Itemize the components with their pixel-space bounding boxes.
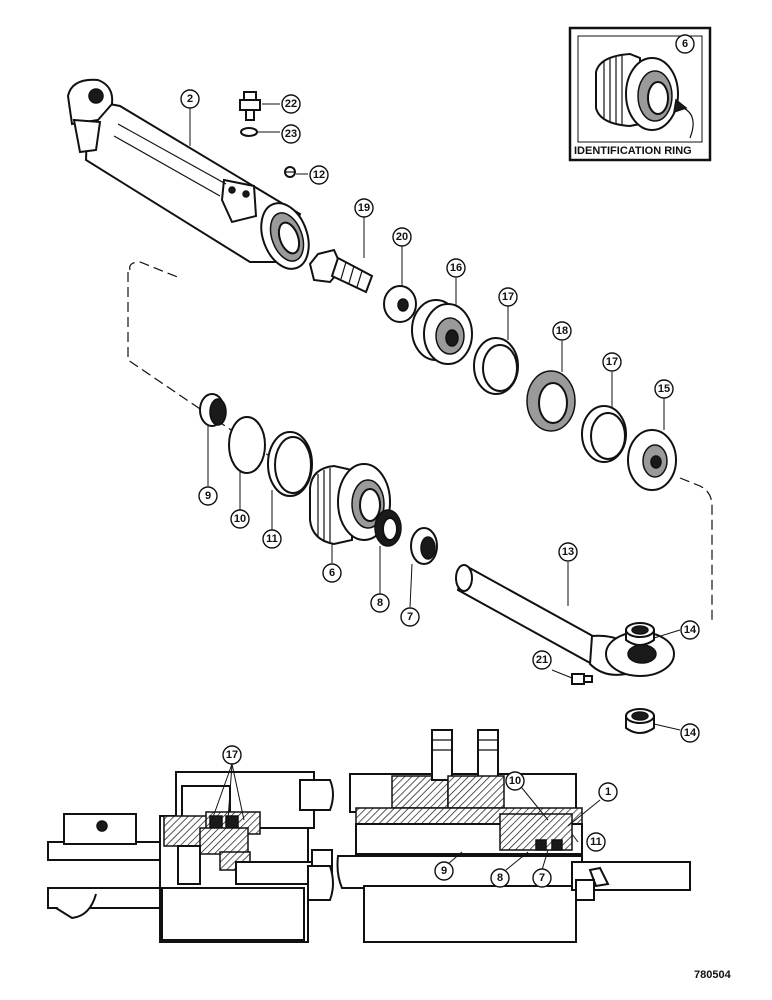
svg-text:6: 6 — [329, 567, 335, 579]
callout-1-section: 1 — [598, 782, 618, 802]
svg-text:22: 22 — [285, 98, 297, 110]
callout-10-section: 10 — [505, 771, 525, 791]
svg-text:14: 14 — [684, 727, 697, 739]
callout-14-upper: 14 — [680, 620, 700, 640]
callout-7: 7 — [400, 607, 420, 627]
rod-wiper — [409, 527, 438, 608]
sectional-view-right — [336, 729, 691, 943]
svg-text:2: 2 — [187, 93, 193, 105]
rod-shaft-upper — [299, 779, 334, 811]
callout-14-lower: 14 — [680, 723, 700, 743]
grease-fitting — [239, 91, 280, 121]
callout-15: 15 — [654, 379, 674, 399]
svg-text:17: 17 — [226, 749, 238, 761]
svg-text:16: 16 — [450, 262, 462, 274]
svg-text:9: 9 — [441, 865, 447, 877]
svg-text:23: 23 — [285, 128, 297, 140]
callout-9-section: 9 — [434, 861, 454, 881]
svg-text:7: 7 — [539, 872, 545, 884]
figure-code: 780504 — [694, 969, 732, 981]
inset-identification-ring: IDENTIFICATION RING 6 — [568, 26, 712, 162]
callout-17-section: 17 — [222, 745, 242, 765]
svg-text:10: 10 — [509, 775, 521, 787]
callout-12: 12 — [309, 165, 329, 185]
svg-text:8: 8 — [497, 872, 503, 884]
svg-text:11: 11 — [266, 533, 278, 545]
bushing-upper — [625, 622, 681, 646]
svg-text:7: 7 — [407, 611, 413, 623]
cap-screw — [284, 166, 308, 178]
cylinder-barrel — [66, 78, 310, 270]
rod-grease-fitting — [551, 669, 593, 685]
svg-text:10: 10 — [234, 513, 246, 525]
svg-text:20: 20 — [396, 231, 408, 243]
callout-6: 6 — [322, 563, 342, 583]
svg-text:14: 14 — [684, 624, 697, 636]
callout-10: 10 — [230, 509, 250, 529]
callout-23: 23 — [281, 124, 301, 144]
callout-6-inset: 6 — [675, 34, 695, 54]
washer — [383, 246, 417, 323]
callout-2: 2 — [180, 89, 200, 109]
callout-8-section: 8 — [490, 868, 510, 888]
wiper — [199, 393, 227, 486]
callout-9: 9 — [198, 486, 218, 506]
svg-text:21: 21 — [536, 654, 548, 666]
svg-text:17: 17 — [502, 291, 514, 303]
inset-caption: IDENTIFICATION RING — [574, 145, 692, 157]
callout-19: 19 — [354, 198, 374, 218]
callout-8: 8 — [370, 593, 390, 613]
o-ring — [228, 416, 266, 510]
svg-text:9: 9 — [205, 490, 211, 502]
svg-text:1: 1 — [605, 786, 611, 798]
svg-text:13: 13 — [562, 546, 574, 558]
svg-text:18: 18 — [556, 325, 568, 337]
piston — [411, 278, 473, 365]
spacer — [627, 398, 677, 491]
svg-text:8: 8 — [377, 597, 383, 609]
svg-text:12: 12 — [313, 169, 325, 181]
callout-13: 13 — [558, 542, 578, 562]
svg-text:6: 6 — [682, 38, 688, 50]
gland — [309, 463, 391, 563]
wear-ring-top — [473, 306, 519, 395]
rod-shaft-lower — [307, 865, 334, 901]
piston-bolt — [308, 216, 374, 294]
svg-text:17: 17 — [606, 356, 618, 368]
svg-text:19: 19 — [358, 202, 370, 214]
callout-11-section: 11 — [586, 832, 606, 852]
o-ring-small — [240, 127, 258, 137]
callout-17-upper: 17 — [498, 287, 518, 307]
piston-seal — [526, 341, 576, 432]
rod-seal — [374, 509, 402, 594]
svg-text:11: 11 — [590, 836, 602, 848]
backup-ring — [267, 431, 313, 530]
callout-21: 21 — [532, 650, 552, 670]
callout-17-lower: 17 — [602, 352, 622, 372]
piston-rod — [455, 562, 675, 677]
callout-11: 11 — [262, 529, 282, 549]
wear-ring-second — [581, 372, 627, 463]
svg-text:15: 15 — [658, 383, 670, 395]
callout-22: 22 — [281, 94, 301, 114]
callout-20: 20 — [392, 227, 412, 247]
callout-16: 16 — [446, 258, 466, 278]
callout-7-section: 7 — [532, 868, 552, 888]
sectional-view-left — [47, 763, 333, 943]
bushing-lower — [625, 708, 681, 734]
callout-18: 18 — [552, 321, 572, 341]
